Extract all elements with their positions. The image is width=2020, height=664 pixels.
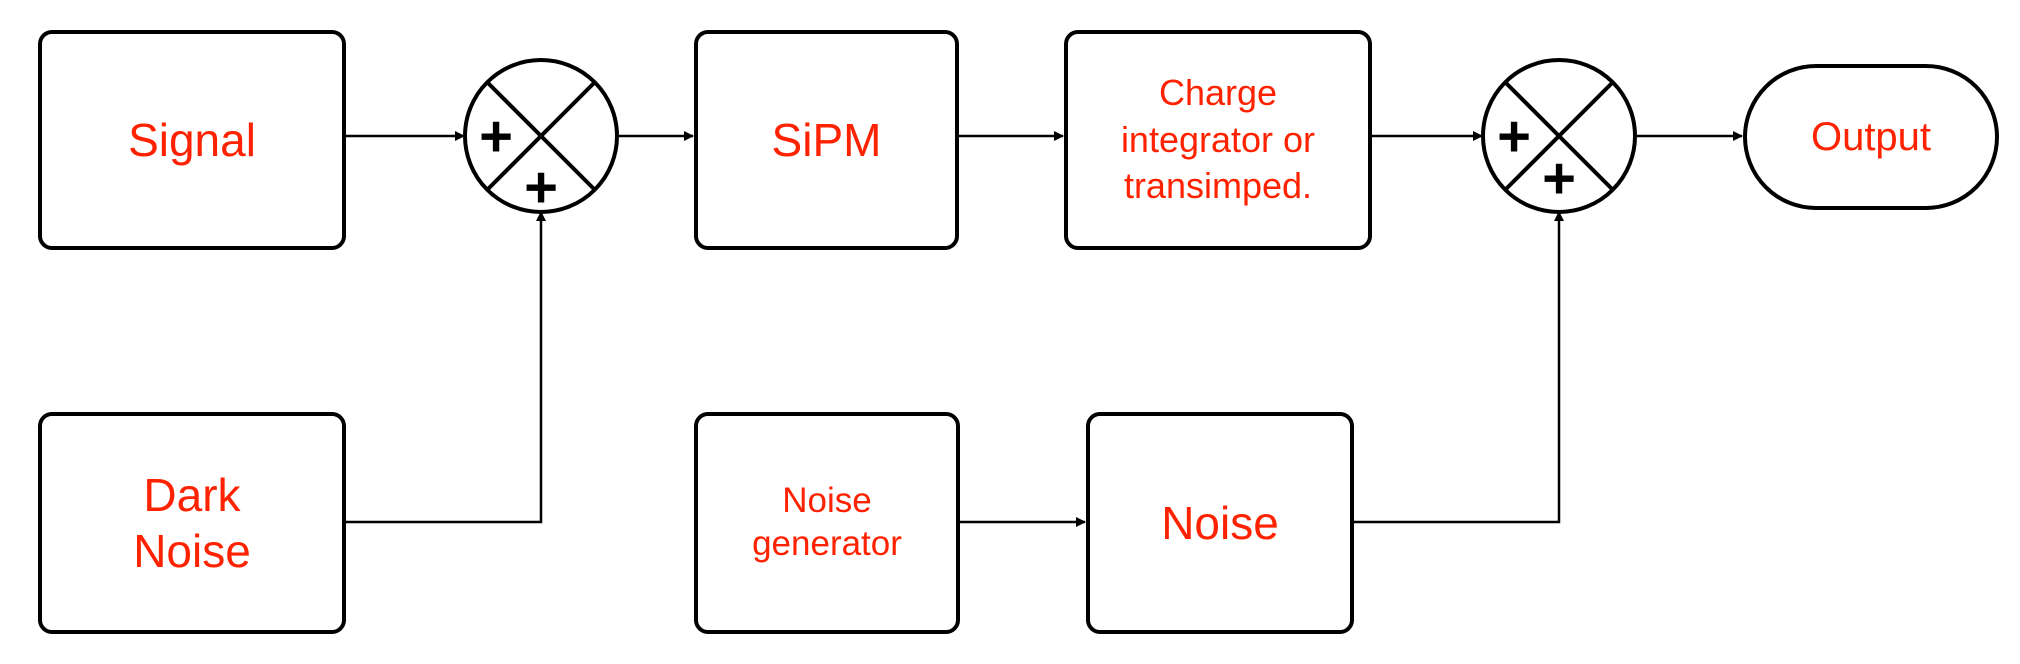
arrow-darknoise-to-sum1 — [344, 211, 546, 524]
output-terminal: Output — [1743, 64, 1999, 210]
plus-sign-bottom: + — [1542, 146, 1576, 211]
signal-block: Signal — [38, 30, 346, 250]
sipm-block: SiPM — [694, 30, 959, 250]
plus-sign-left: + — [479, 104, 513, 169]
noise-block: Noise — [1086, 412, 1354, 634]
plus-sign-bottom: + — [524, 155, 558, 220]
charge-integrator-block: Charge integrator or transimped. — [1064, 30, 1372, 250]
arrow-noise-to-sum2 — [1352, 211, 1564, 524]
summing-junction-1: + + — [463, 58, 619, 220]
dark-noise-block: Dark Noise — [38, 412, 346, 634]
plus-sign-left: + — [1497, 104, 1531, 169]
noise-generator-block: Noise generator — [694, 412, 960, 634]
summing-junction-2: + + — [1481, 58, 1637, 214]
